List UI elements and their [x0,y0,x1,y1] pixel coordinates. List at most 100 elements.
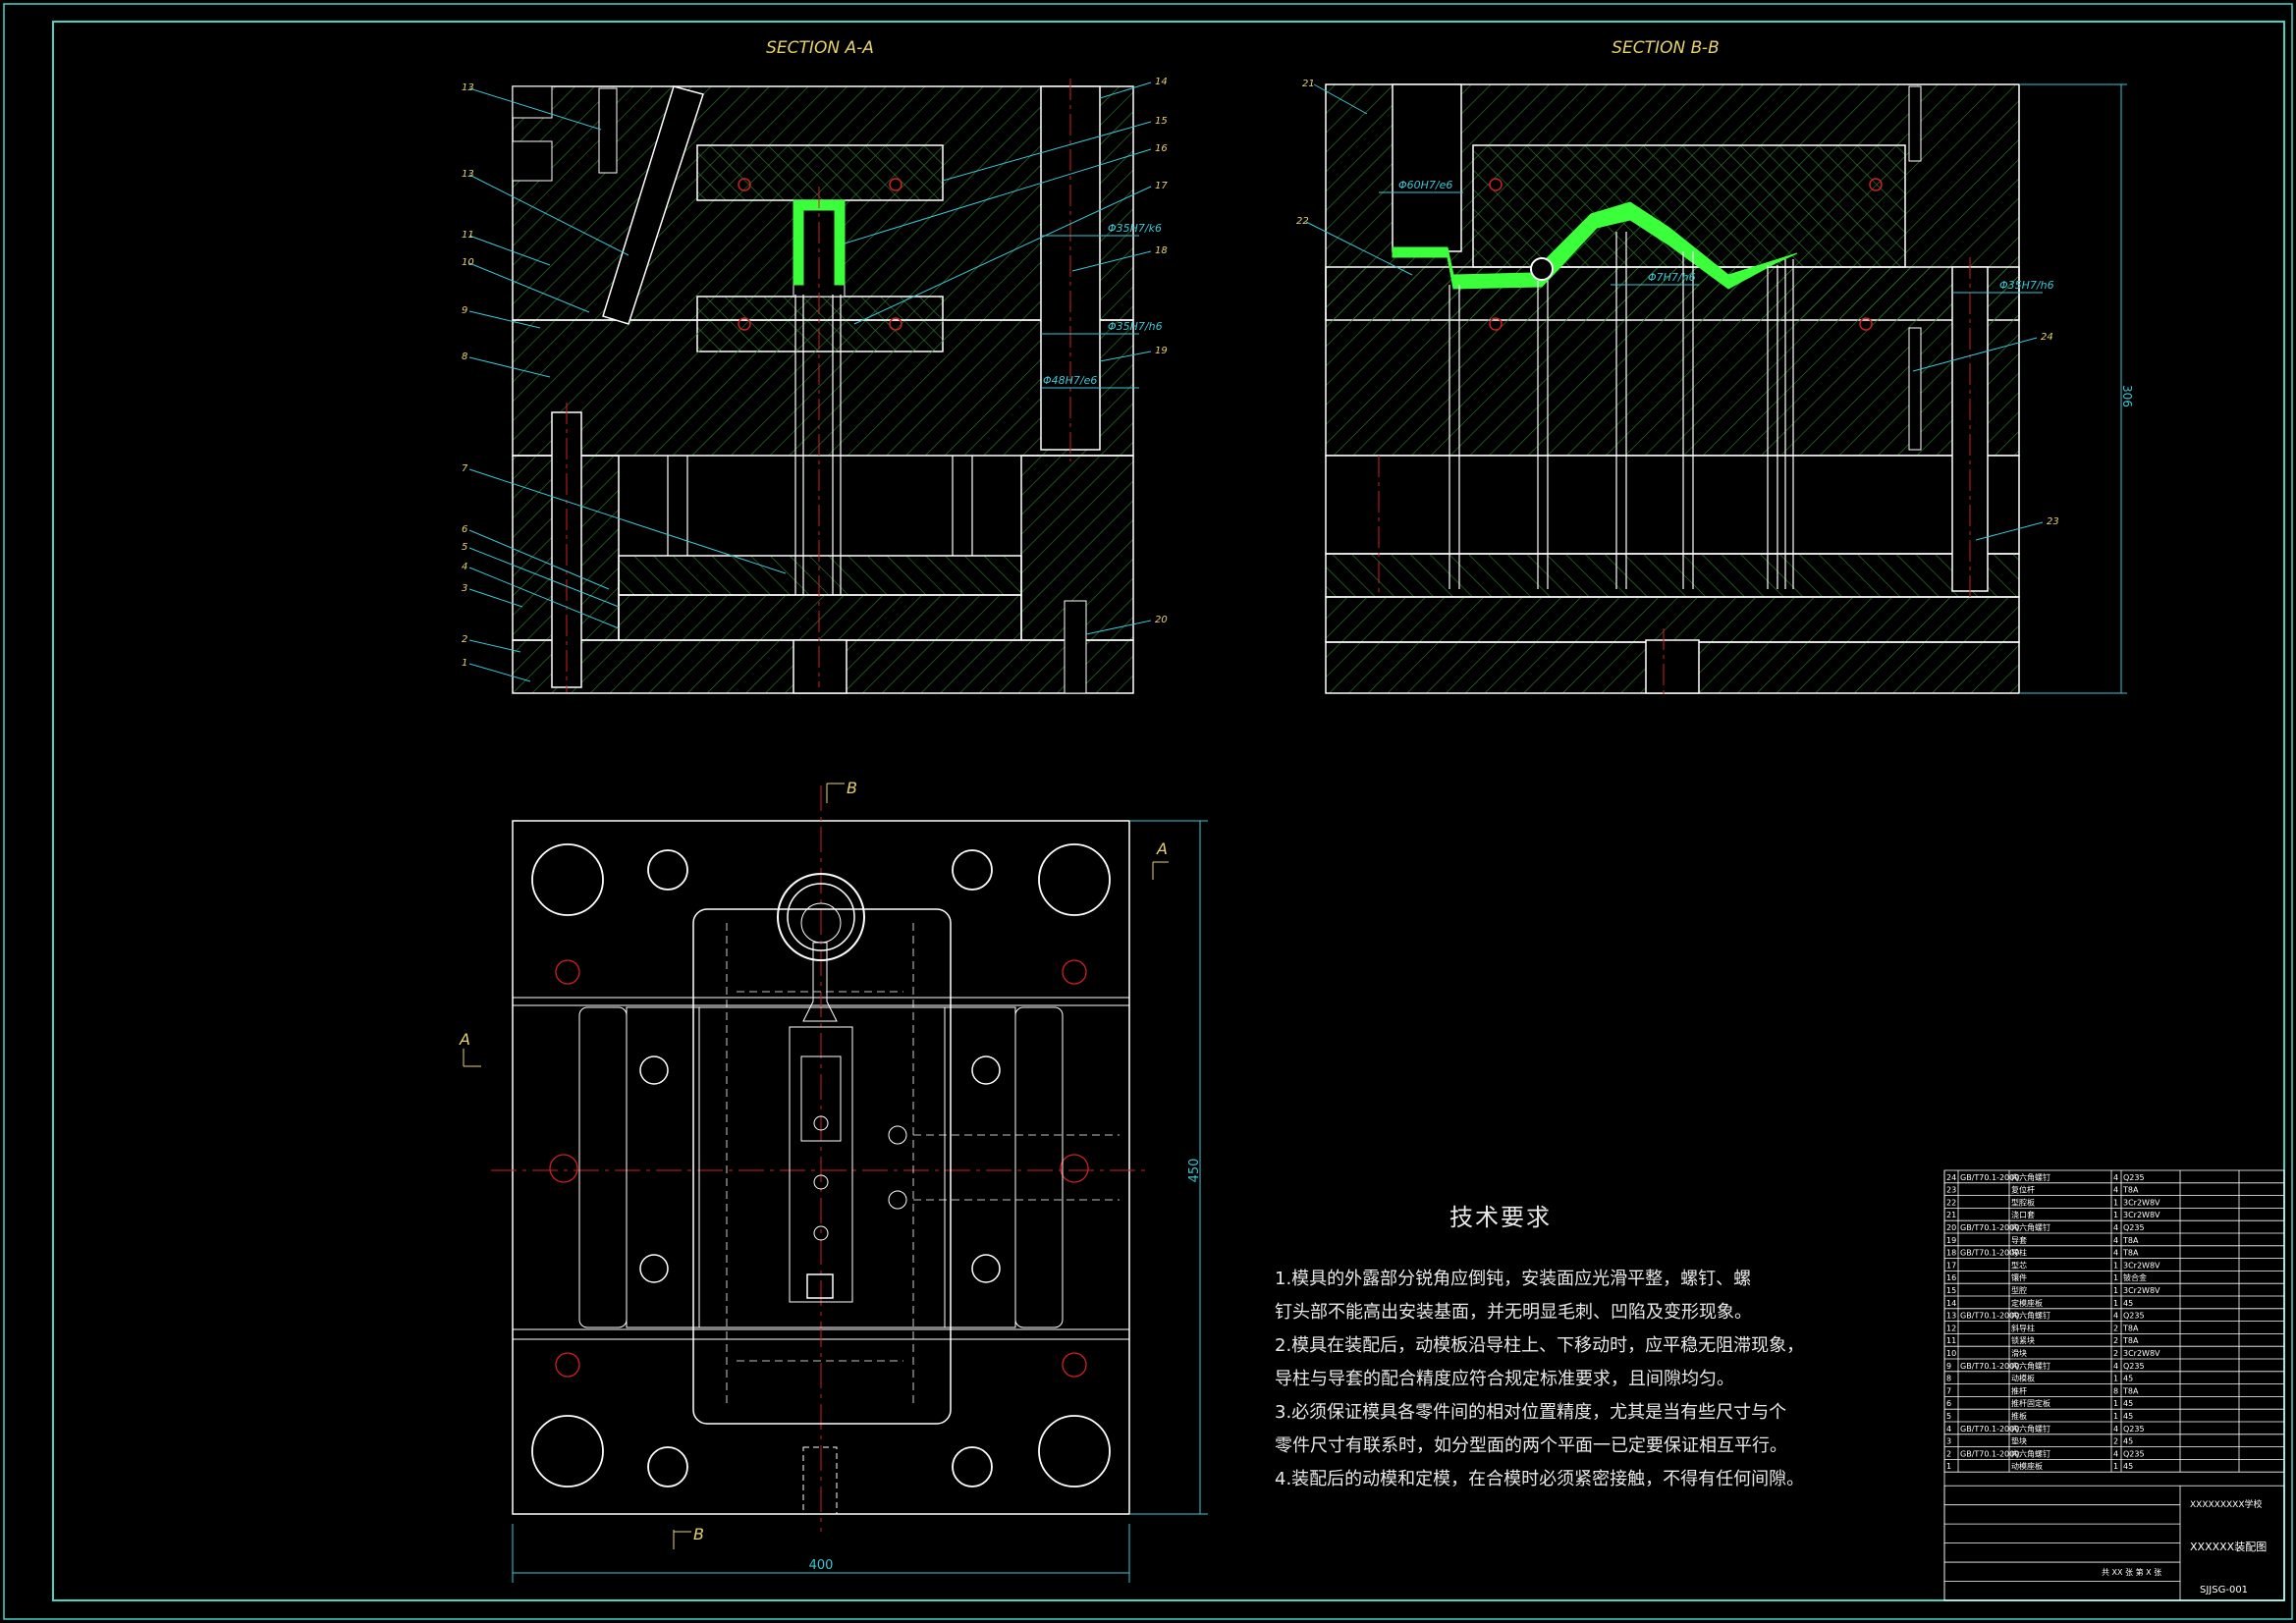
svg-text:450: 450 [1187,1159,1202,1183]
bom-cell: 推板 [2011,1411,2027,1421]
bom-cell: 20 [1946,1223,1956,1232]
bom-cell: 3 [1946,1437,1951,1446]
bom-cell: 1 [2113,1198,2118,1207]
bom-cell: 2 [2113,1437,2118,1446]
svg-text:21: 21 [1302,79,1315,89]
bom-cell: 8 [2113,1386,2118,1395]
bom-cell: 2 [2113,1324,2118,1332]
svg-text:24: 24 [2041,332,2053,343]
bom-cell: 型腔板 [2011,1197,2035,1207]
bom-cell: 1 [2113,1211,2118,1219]
svg-text:9: 9 [462,305,467,316]
svg-text:5: 5 [462,542,467,553]
bom-cell: 10 [1946,1349,1956,1358]
bom-cell: 4 [2113,1362,2118,1371]
bom-cell: 11 [1946,1336,1956,1345]
svg-text:10: 10 [462,257,474,268]
bom-cell: 型芯 [2011,1260,2027,1270]
drawing-number: SJJSG-001 [2200,1585,2248,1596]
svg-text:22: 22 [1296,216,1309,227]
svg-text:B: B [847,779,857,797]
bom-cell: 内六角螺钉 [2011,1361,2050,1371]
bom-cell: 45 [2123,1437,2133,1446]
bom-cell: 3Cr2W8V [2123,1286,2160,1295]
bom-cell: T8A [2122,1324,2139,1332]
svg-text:18: 18 [1155,245,1168,256]
svg-text:23: 23 [2047,516,2059,527]
bom-cell: GB/T70.1-2000 [1960,1362,2019,1371]
svg-text:A: A [459,1030,470,1049]
tech-requirements: 1.模具的外露部分锐角应倒钝，安装面应光滑平整，螺钉、螺 钉头部不能高出安装基面… [1275,1263,1804,1496]
bom-cell: 4 [2113,1173,2118,1182]
bom-cell: 4 [2113,1249,2118,1258]
bom-cell: T8A [2122,1336,2139,1345]
bom-cell: GB/T70.1-2000 [1960,1249,2019,1258]
bom-cell: 斜导柱 [2011,1323,2035,1332]
bom-cell: 滑块 [2011,1348,2027,1358]
bom-cell: Q235 [2123,1362,2145,1371]
req-line: 钉头部不能高出安装基面，并无明显毛刺、凹陷及变形现象。 [1275,1302,1752,1323]
svg-text:306: 306 [2120,385,2134,407]
bom-cell: 21 [1946,1211,1956,1219]
bom-cell: 1 [1946,1462,1951,1471]
svg-text:400: 400 [809,1558,834,1573]
bom-cell: GB/T70.1-2000 [1960,1425,2019,1434]
bom-cell: 动模板 [2011,1374,2035,1383]
bom-cell: T8A [2122,1236,2139,1245]
bom-cell: 8 [1946,1375,1951,1383]
bom-cell: Q235 [2123,1449,2145,1458]
bom-cell: T8A [2122,1386,2139,1395]
bom-cell: Q235 [2123,1223,2145,1232]
bom-cell: 导套 [2011,1235,2027,1245]
bom-cell: 内六角螺钉 [2011,1424,2050,1434]
bom-cell: 18 [1946,1249,1956,1258]
svg-text:Φ60H7/e6: Φ60H7/e6 [1398,179,1452,191]
bom-cell: T8A [2122,1186,2139,1195]
svg-text:14: 14 [1155,77,1168,87]
bom-cell: GB/T70.1-2000 [1960,1173,2019,1182]
req-line: 4.装配后的动模和定模，在合模时必须紧密接触，不得有任何间隙。 [1275,1469,1805,1489]
bom-cell: 2 [2113,1349,2118,1358]
svg-text:7: 7 [462,463,468,474]
bom-cell: 22 [1946,1198,1956,1207]
req-line: 2.模具在装配后，动模板沿导柱上、下移动时，应平稳无阻滞现象， [1275,1335,1805,1356]
bom-cell: Q235 [2123,1425,2145,1434]
svg-text:8: 8 [462,352,467,362]
bom-cell: 13 [1946,1312,1956,1321]
bom-cell: 型腔 [2011,1285,2027,1295]
svg-text:3: 3 [462,583,467,594]
req-line: 零件尺寸有联系时，如分型面的两个平面一已定要保证相互平行。 [1275,1435,1787,1456]
svg-text:B: B [693,1525,704,1543]
bom-cell: 14 [1946,1299,1956,1308]
bom-cell: 17 [1946,1261,1956,1270]
svg-text:2: 2 [462,634,467,645]
bom-cell: 复位杆 [2011,1185,2035,1195]
bom-cell: 4 [2113,1425,2118,1434]
bom-cell: 15 [1946,1286,1956,1295]
bom-cell: 定模座板 [2011,1298,2043,1308]
svg-text:4: 4 [462,562,467,572]
bom-cell: 23 [1946,1186,1956,1195]
section-a-a-title: SECTION A-A [766,38,874,58]
bom-cell: 45 [2123,1412,2133,1421]
bom-cell: 2 [1946,1449,1951,1458]
bom-cell: 1 [2113,1412,2118,1421]
bom-cell: 4 [2113,1186,2118,1195]
outer-frame [3,3,2293,1620]
bom-cell: 7 [1946,1386,1951,1395]
svg-text:1: 1 [462,658,467,669]
bom-cell: 45 [2123,1375,2133,1383]
bom-cell: 1 [2113,1375,2118,1383]
bom-cell: GB/T70.1-2000 [1960,1449,2019,1458]
bom-cell: T8A [2122,1249,2139,1258]
bom-cell: 16 [1946,1273,1956,1282]
bom-cell: 1 [2113,1399,2118,1408]
bom-cell: 1 [2113,1273,2118,1282]
bom-cell: 导柱 [2011,1248,2027,1258]
bom-cell: 内六角螺钉 [2011,1311,2050,1321]
bom-cell: 内六角螺钉 [2011,1448,2050,1458]
inner-frame [52,21,2285,1601]
bom-cell: 1 [2113,1299,2118,1308]
